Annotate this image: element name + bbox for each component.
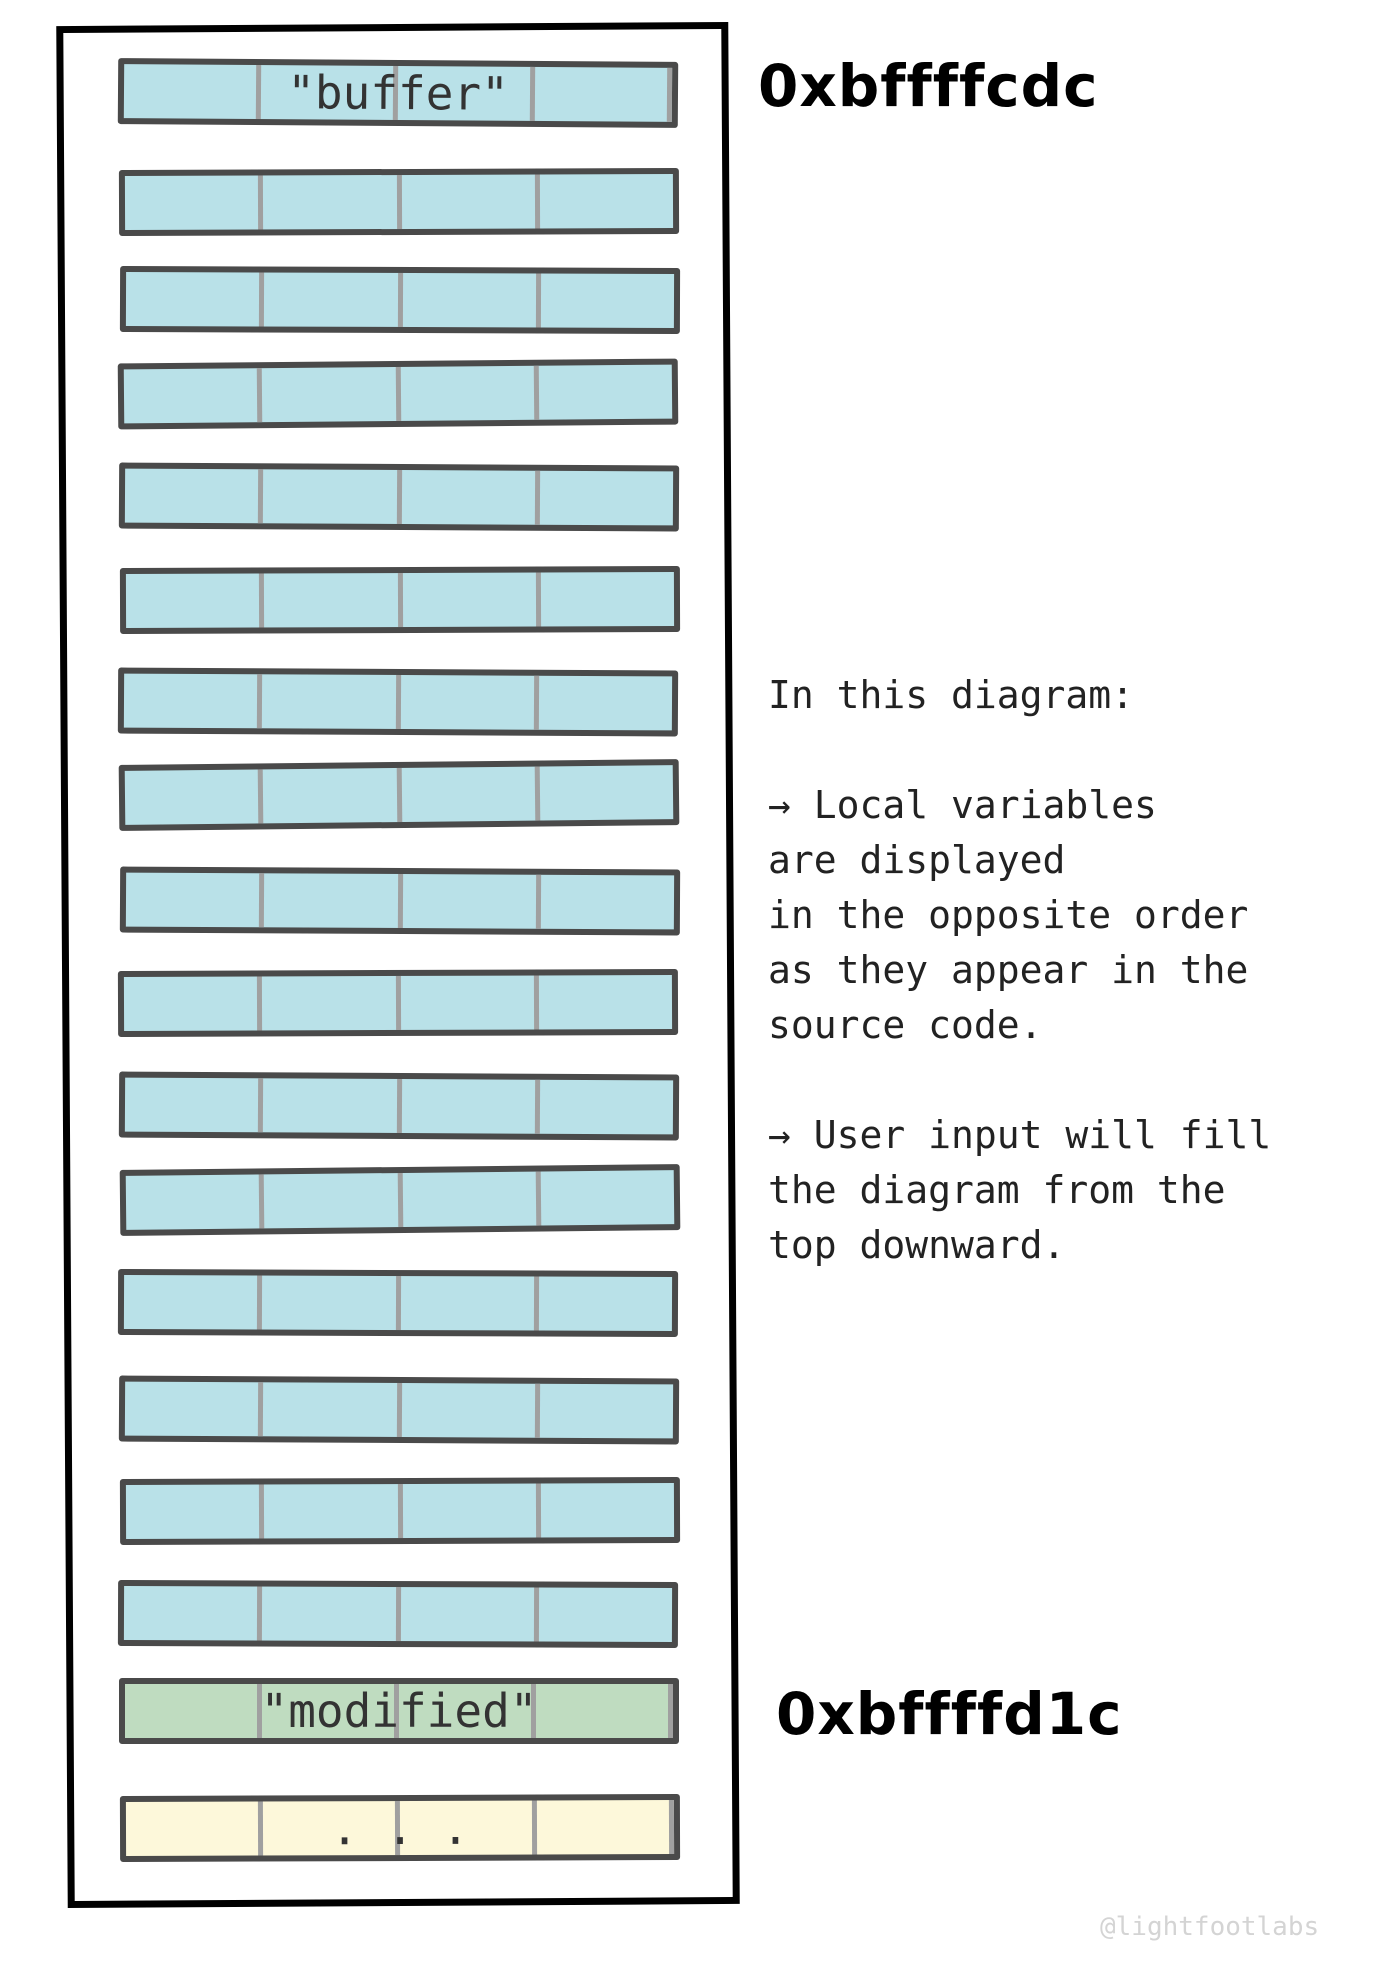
byte-cell <box>262 674 401 730</box>
byte-cell <box>401 1079 540 1134</box>
stack-row <box>119 566 681 634</box>
byte-cell <box>264 272 403 328</box>
stack-row <box>117 1269 679 1337</box>
byte-cell <box>262 1586 401 1642</box>
byte-cell <box>400 1276 539 1331</box>
byte-cell <box>125 1174 265 1230</box>
stack-row: . . . <box>119 1794 681 1862</box>
byte-cell <box>400 1587 539 1642</box>
byte-cell <box>400 365 539 421</box>
byte-cell <box>263 174 402 230</box>
byte-cell <box>539 365 673 420</box>
byte-cell <box>125 1684 262 1738</box>
stack-row <box>119 866 681 936</box>
byte-cell <box>262 1684 399 1738</box>
byte-cell <box>123 1275 263 1330</box>
byte-cell <box>263 1172 403 1229</box>
byte-cell <box>123 368 263 424</box>
stack-row <box>118 1071 680 1141</box>
byte-cell <box>125 1484 265 1539</box>
byte-cell <box>541 572 674 626</box>
byte-cell <box>401 766 541 822</box>
byte-cell <box>125 272 265 327</box>
byte-cell <box>400 975 539 1030</box>
byte-cell <box>539 676 673 731</box>
byte-cell <box>399 1684 536 1738</box>
byte-cell <box>123 976 263 1031</box>
stack-row <box>117 358 679 430</box>
row-label: . . . <box>330 1800 470 1856</box>
byte-cell <box>263 1382 402 1438</box>
stack-row: "buffer" <box>117 58 679 128</box>
stack-row <box>117 1580 679 1648</box>
byte-cell <box>124 468 264 524</box>
byte-cell <box>541 273 674 327</box>
byte-cell <box>124 1077 264 1133</box>
stack-row <box>117 969 679 1037</box>
stack-row <box>119 1164 681 1236</box>
byte-cell <box>402 874 541 929</box>
byte-cell <box>540 1170 674 1225</box>
stack-row <box>117 667 679 737</box>
byte-cell <box>125 872 265 928</box>
byte-cell <box>540 1384 674 1439</box>
notes-point-2: → User input will fill the diagram from … <box>768 1113 1272 1267</box>
top-address-label: 0xbffffcdc <box>758 52 1099 120</box>
byte-cell <box>401 470 540 525</box>
stack-row <box>119 1477 681 1545</box>
byte-cell <box>539 1587 672 1641</box>
byte-cell <box>540 471 674 526</box>
explanation-notes: In this diagram: → Local variables are di… <box>768 668 1271 1273</box>
byte-cell <box>539 1276 672 1330</box>
byte-cell <box>124 175 264 230</box>
byte-cell <box>124 1381 264 1437</box>
byte-cell <box>402 572 541 627</box>
row-label: "modified" <box>260 1684 538 1738</box>
byte-cell <box>539 975 672 1029</box>
byte-cell <box>401 1383 540 1438</box>
byte-cell <box>541 1483 674 1537</box>
byte-cell <box>264 873 403 929</box>
byte-cell <box>123 673 263 729</box>
byte-cell <box>402 273 541 328</box>
byte-cell <box>262 975 401 1031</box>
stack-row <box>118 1375 680 1445</box>
stack-row <box>118 462 680 532</box>
byte-cell <box>540 1080 674 1135</box>
notes-point-1: → Local variables are displayed in the o… <box>768 783 1249 1047</box>
byte-cell <box>262 767 402 824</box>
byte-cell <box>536 1684 673 1738</box>
byte-cell <box>125 573 265 628</box>
byte-cell <box>400 675 539 730</box>
byte-cell <box>262 1275 401 1331</box>
stack-row <box>119 266 681 334</box>
byte-cell <box>541 875 675 930</box>
byte-cell <box>402 1483 541 1538</box>
row-label: "buffer" <box>287 65 509 121</box>
byte-cell <box>263 1078 402 1134</box>
byte-cell <box>123 1586 263 1641</box>
stack-row <box>118 759 680 831</box>
byte-cell <box>262 366 401 423</box>
byte-cell <box>263 469 402 525</box>
byte-cell <box>264 572 403 628</box>
stack-row: "modified" <box>119 1678 679 1744</box>
stack-row <box>118 168 680 236</box>
byte-cell <box>264 1483 403 1539</box>
watermark: @lightfootlabs <box>1100 1912 1320 1942</box>
byte-cell <box>124 769 264 825</box>
byte-cell <box>402 1171 542 1227</box>
bottom-address-label: 0xbffffd1c <box>776 1680 1123 1748</box>
notes-heading: In this diagram: <box>768 673 1135 717</box>
byte-cell <box>401 174 540 229</box>
byte-cell <box>540 174 673 228</box>
byte-cell <box>539 765 673 820</box>
